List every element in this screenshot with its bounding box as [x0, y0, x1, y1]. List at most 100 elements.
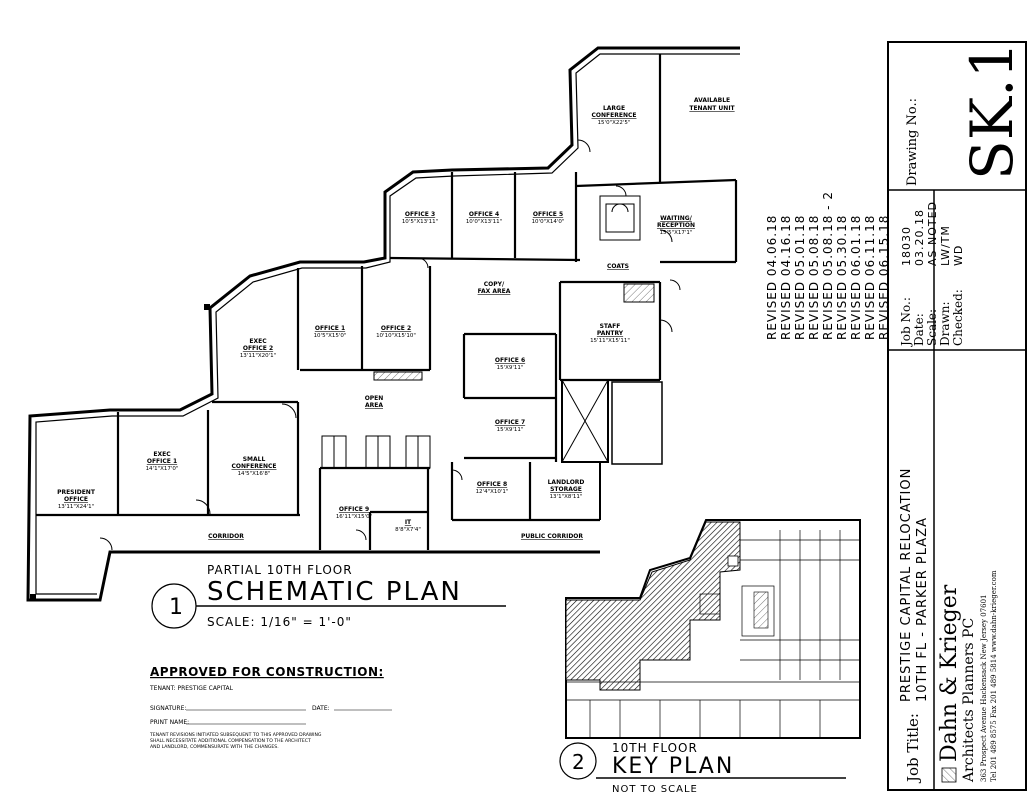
office-6-label: OFFICE 6	[495, 357, 525, 364]
office-9-label: OFFICE 9	[339, 506, 369, 513]
label-text: 15'X9'11"	[497, 427, 524, 433]
landlord-storage-label: LANDLORD	[548, 479, 585, 486]
checked: WD	[952, 245, 965, 266]
interior-walls	[36, 54, 738, 550]
plan-2-title-text: KEY PLAN	[612, 754, 734, 779]
door-swings	[99, 139, 681, 551]
label-text: Scale:	[925, 309, 939, 346]
office-1-label: OFFICE 1	[315, 325, 345, 332]
label-text: Job No.:	[899, 297, 913, 348]
label-text: FAX AREA	[478, 288, 511, 295]
revision-8: REVISED 04.16.18	[779, 215, 793, 340]
label-text: Date:	[912, 313, 926, 346]
job-title-line2: 10TH FL - PARKER PLAZA	[915, 517, 930, 702]
open-area-label: OPEN	[365, 395, 384, 402]
date: 03.20.18	[913, 209, 926, 266]
office-8-label: OFFICE 8	[477, 481, 507, 488]
label-text: 12'4"X10'1"	[476, 489, 509, 495]
plan-1-subtitle: PARTIAL 10TH FLOOR	[207, 563, 353, 577]
revision-9: REVISED 04.06.18	[765, 215, 779, 340]
plan-1-title: 1 PARTIAL 10TH FLOOR SCHEMATIC PLAN SCAL…	[151, 563, 506, 629]
public-corridor-label: PUBLIC CORRIDOR	[521, 533, 583, 540]
revision-6: REVISED 05.08.18	[807, 215, 821, 340]
label-text: 15'0"X22'5"	[598, 120, 631, 126]
label-text: AND LANDLORD, COMMENSURATE WITH THE CHAN…	[150, 744, 279, 750]
floor-plan: LARGE CONFERENCE 15'0"X22'5" AVAILABLE T…	[26, 46, 740, 602]
label-text: PANTRY	[597, 330, 624, 337]
label-text: 16'11"X15'0"	[336, 514, 372, 520]
label-text: Checked:	[951, 289, 965, 346]
exec-office-2-label: EXEC	[249, 338, 267, 345]
revision-4: REVISED 05.30.18	[835, 215, 849, 340]
label-text: 13'1"X8'11"	[550, 494, 583, 500]
waiting-reception-label: WAITING/	[660, 215, 692, 222]
label-text: 10'0"X13'11"	[466, 219, 502, 225]
key-plan-tenant-area	[565, 521, 741, 691]
coats-label: COATS	[607, 263, 629, 270]
label-text: SIGNATURE:	[150, 705, 186, 712]
label-text: 2	[572, 750, 586, 774]
firm-contact: Tel 201 489 8575 Fax 201 489 5814 www.da…	[990, 570, 998, 782]
revision-5: REVISED 05.08.18 - 2	[821, 191, 835, 340]
revision-list: REVISED 06.15.18 REVISED 06.11.18 REVISE…	[765, 191, 891, 340]
label-text: PRINT NAME:	[150, 719, 189, 726]
plan-2-note: NOT TO SCALE	[612, 784, 698, 795]
label-text: 8'8"X7'4"	[395, 527, 421, 533]
label-text: STORAGE	[550, 486, 582, 493]
label-text: TENANT UNIT	[689, 105, 735, 112]
drawing-no-label: Drawing No.:	[905, 98, 920, 186]
label-text: Drawn:	[938, 301, 952, 346]
building-core	[561, 379, 663, 520]
approval-block: APPROVED FOR CONSTRUCTION: TENANT: PREST…	[149, 665, 392, 750]
drawn: LW/TM	[939, 225, 952, 266]
it-room-label: IT	[405, 519, 412, 526]
available-tenant-label: AVAILABLE	[694, 97, 730, 104]
large-conference-label: LARGE	[603, 105, 625, 112]
scale: AS NOTED	[926, 201, 939, 266]
label-text: 14'1"X17'0"	[146, 466, 179, 472]
label-text: AREA	[365, 402, 383, 409]
label-text: 10'10"X15'10"	[376, 333, 416, 339]
key-plan	[565, 519, 861, 739]
label-text: CONFERENCE	[592, 112, 637, 119]
reception-desk	[599, 195, 641, 241]
drawing-no: SK.1	[958, 42, 1026, 180]
label-text: OFFICE 2	[243, 345, 273, 352]
title-block: Drawing No.: SK.1 Job No.: Date: Scale: …	[887, 41, 1027, 791]
label-text: 13'11"X24'1"	[58, 504, 94, 510]
approval-heading: APPROVED FOR CONSTRUCTION:	[150, 665, 384, 679]
firm-address: 363 Prospect Avenue Hackensack New Jerse…	[980, 595, 988, 783]
workstations	[321, 371, 431, 469]
exterior-wall-inner	[35, 53, 740, 595]
label-text: 15'11"X15'11"	[590, 338, 630, 344]
plan-1-scale: SCALE: 1/16" = 1'-0"	[207, 615, 352, 629]
office-3-label: OFFICE 3	[405, 211, 435, 218]
label-text: TENANT REVISIONS INITIATED SUBSEQUENT TO…	[149, 732, 322, 738]
copy-fax-label: COPY/	[484, 281, 505, 288]
firm-sub: Architects Planners PC	[961, 618, 977, 783]
office-2-label: OFFICE 2	[381, 325, 411, 332]
staff-pantry-label: STAFF	[600, 323, 621, 330]
label-text: CONFERENCE	[232, 463, 277, 470]
label-text: SHALL NECESSITATE ADDITIONAL COMPENSATIO…	[150, 738, 311, 744]
label-text: OFFICE 1	[147, 458, 177, 465]
office-5-label: OFFICE 5	[533, 211, 563, 218]
small-conference-label: SMALL	[243, 456, 266, 463]
label-text: 10'0"X14'0"	[532, 219, 565, 225]
label-text: 13'11"X20'1"	[240, 353, 276, 359]
office-7-label: OFFICE 7	[495, 419, 525, 426]
room-labels: LARGE CONFERENCE 15'0"X22'5" AVAILABLE T…	[57, 97, 735, 540]
revision-3: REVISED 06.01.18	[849, 215, 863, 340]
job-no: 18030	[900, 226, 913, 266]
firm-logo	[941, 767, 957, 783]
plan-1-title-text: SCHEMATIC PLAN	[207, 577, 462, 607]
plan-2-subtitle: 10TH FLOOR	[612, 741, 698, 755]
job-title-line1: PRESTIGE CAPITAL RELOCATION	[899, 468, 914, 702]
firm-name: Dahn & Krieger	[937, 584, 962, 762]
revision-2: REVISED 06.11.18	[863, 215, 877, 340]
corridor-label: CORRIDOR	[208, 533, 244, 540]
label-text: 1	[169, 595, 184, 620]
plan-2-title: 2 10TH FLOOR KEY PLAN NOT TO SCALE	[559, 741, 846, 795]
label-text: OFFICE	[64, 496, 88, 503]
